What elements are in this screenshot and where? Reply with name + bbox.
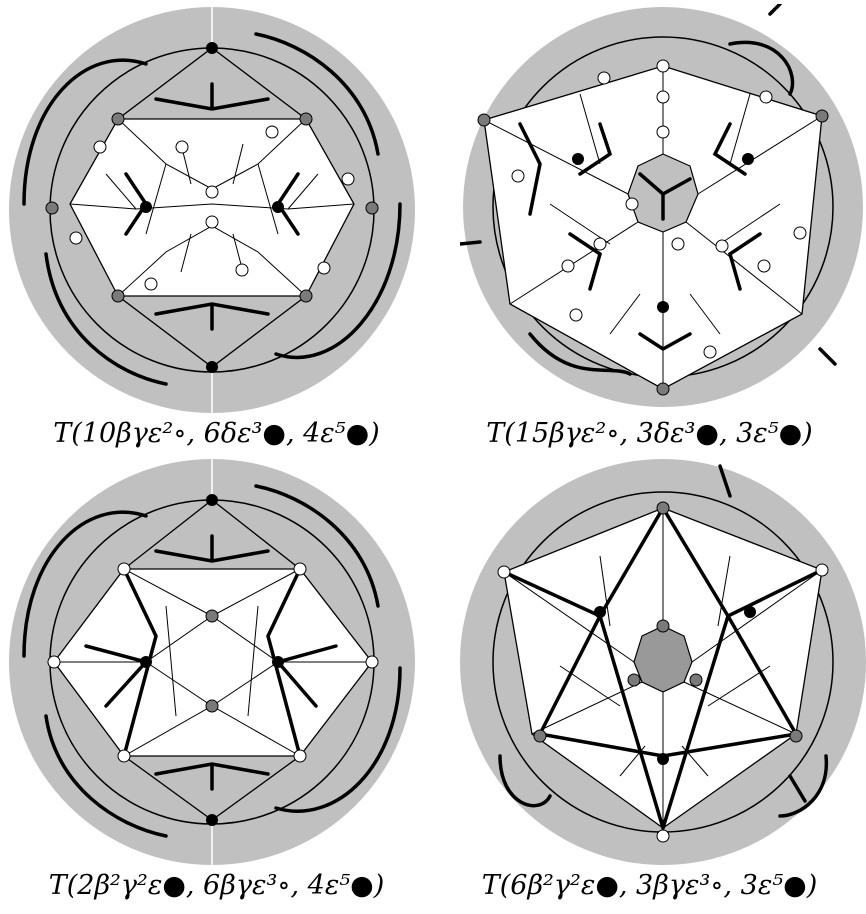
tiling-figure-3 [6, 456, 418, 868]
white-vertex [703, 345, 717, 359]
white-vertex [293, 749, 307, 763]
white-vertex [47, 655, 61, 669]
white-vertex [759, 90, 773, 104]
gray-vertex [815, 109, 829, 123]
gray-vertex [299, 289, 313, 303]
black-vertex [742, 153, 754, 165]
black-vertex [594, 606, 606, 618]
gray-vertex [656, 382, 670, 396]
vertex-markers [497, 501, 829, 843]
white-vertex [317, 261, 331, 275]
white-vertex [569, 308, 583, 322]
white-vertex [365, 655, 379, 669]
white-vertex [597, 71, 611, 85]
gray-vertex [45, 201, 59, 215]
figure-caption-3: T(2β²γ²ε●, 6βγε³∘, 4ε⁵●) [48, 870, 385, 901]
gray-vertex [477, 113, 491, 127]
black-vertex [140, 656, 152, 668]
gray-vertex [111, 289, 125, 303]
figure-caption-4: T(6β²γ²ε●, 3βγε³∘, 3ε⁵●) [481, 870, 818, 901]
gray-vertex [656, 501, 670, 515]
white-vertex [671, 237, 685, 251]
white-vertex [561, 259, 575, 273]
gray-vertex [111, 112, 125, 126]
black-vertex [657, 753, 669, 765]
gray-vertex [299, 112, 313, 126]
white-vertex [93, 140, 107, 154]
white-vertex [144, 277, 158, 291]
gray-vertex [656, 619, 670, 633]
white-vertex [69, 231, 83, 245]
white-vertex [117, 562, 131, 576]
black-vertex [140, 201, 152, 213]
tiling-disk-2 [460, 4, 863, 407]
white-vertex [656, 829, 670, 843]
figure-caption-2: T(15βγε²∘, 3δε³●, 3ε⁵●) [486, 418, 813, 449]
vertex-markers [477, 59, 829, 396]
white-vertex [593, 237, 607, 251]
white-vertex [265, 125, 279, 139]
vertex-markers [47, 494, 379, 826]
white-vertex [497, 565, 511, 579]
black-vertex [744, 606, 756, 618]
white-vertex [815, 563, 829, 577]
white-vertex [656, 59, 670, 73]
center-polygon [633, 625, 693, 693]
black-vertex [206, 494, 218, 506]
black-vertex [206, 42, 218, 54]
white-vertex [757, 259, 771, 273]
gray-vertex [789, 729, 803, 743]
thick-edges [460, 4, 837, 376]
figure-caption-1: T(10βγε²∘, 6δε³●, 4ε⁵●) [53, 418, 380, 449]
white-vertex [117, 749, 131, 763]
white-vertex [205, 185, 219, 199]
gray-vertex [533, 729, 547, 743]
tiling-figure-4 [460, 456, 866, 868]
white-vertex [341, 172, 355, 186]
white-vertex [793, 226, 807, 240]
black-vertex [272, 656, 284, 668]
white-vertex [656, 90, 670, 104]
white-vertex [175, 140, 189, 154]
tiling-figure-1 [6, 4, 418, 416]
gray-vertex [205, 699, 219, 713]
gray-vertex [365, 201, 379, 215]
gray-vertex [627, 673, 641, 687]
black-vertex [272, 201, 284, 213]
white-vertex [511, 169, 525, 183]
gray-vertex [205, 609, 219, 623]
black-vertex [657, 301, 669, 313]
tiling-figure-2 [460, 4, 866, 410]
black-vertex [206, 814, 218, 826]
black-vertex [572, 153, 584, 165]
white-vertex [715, 239, 729, 253]
tiling-disk-3 [9, 459, 415, 865]
white-vertex [205, 215, 219, 229]
black-vertex [206, 361, 218, 373]
white-vertex [625, 197, 639, 211]
tiling-disk-1 [9, 7, 415, 413]
vertex-markers [45, 42, 379, 373]
white-vertex [293, 562, 307, 576]
tiling-disk-4 [460, 459, 866, 865]
white-vertex [235, 263, 249, 277]
gray-vertex [689, 673, 703, 687]
white-vertex [656, 125, 670, 139]
